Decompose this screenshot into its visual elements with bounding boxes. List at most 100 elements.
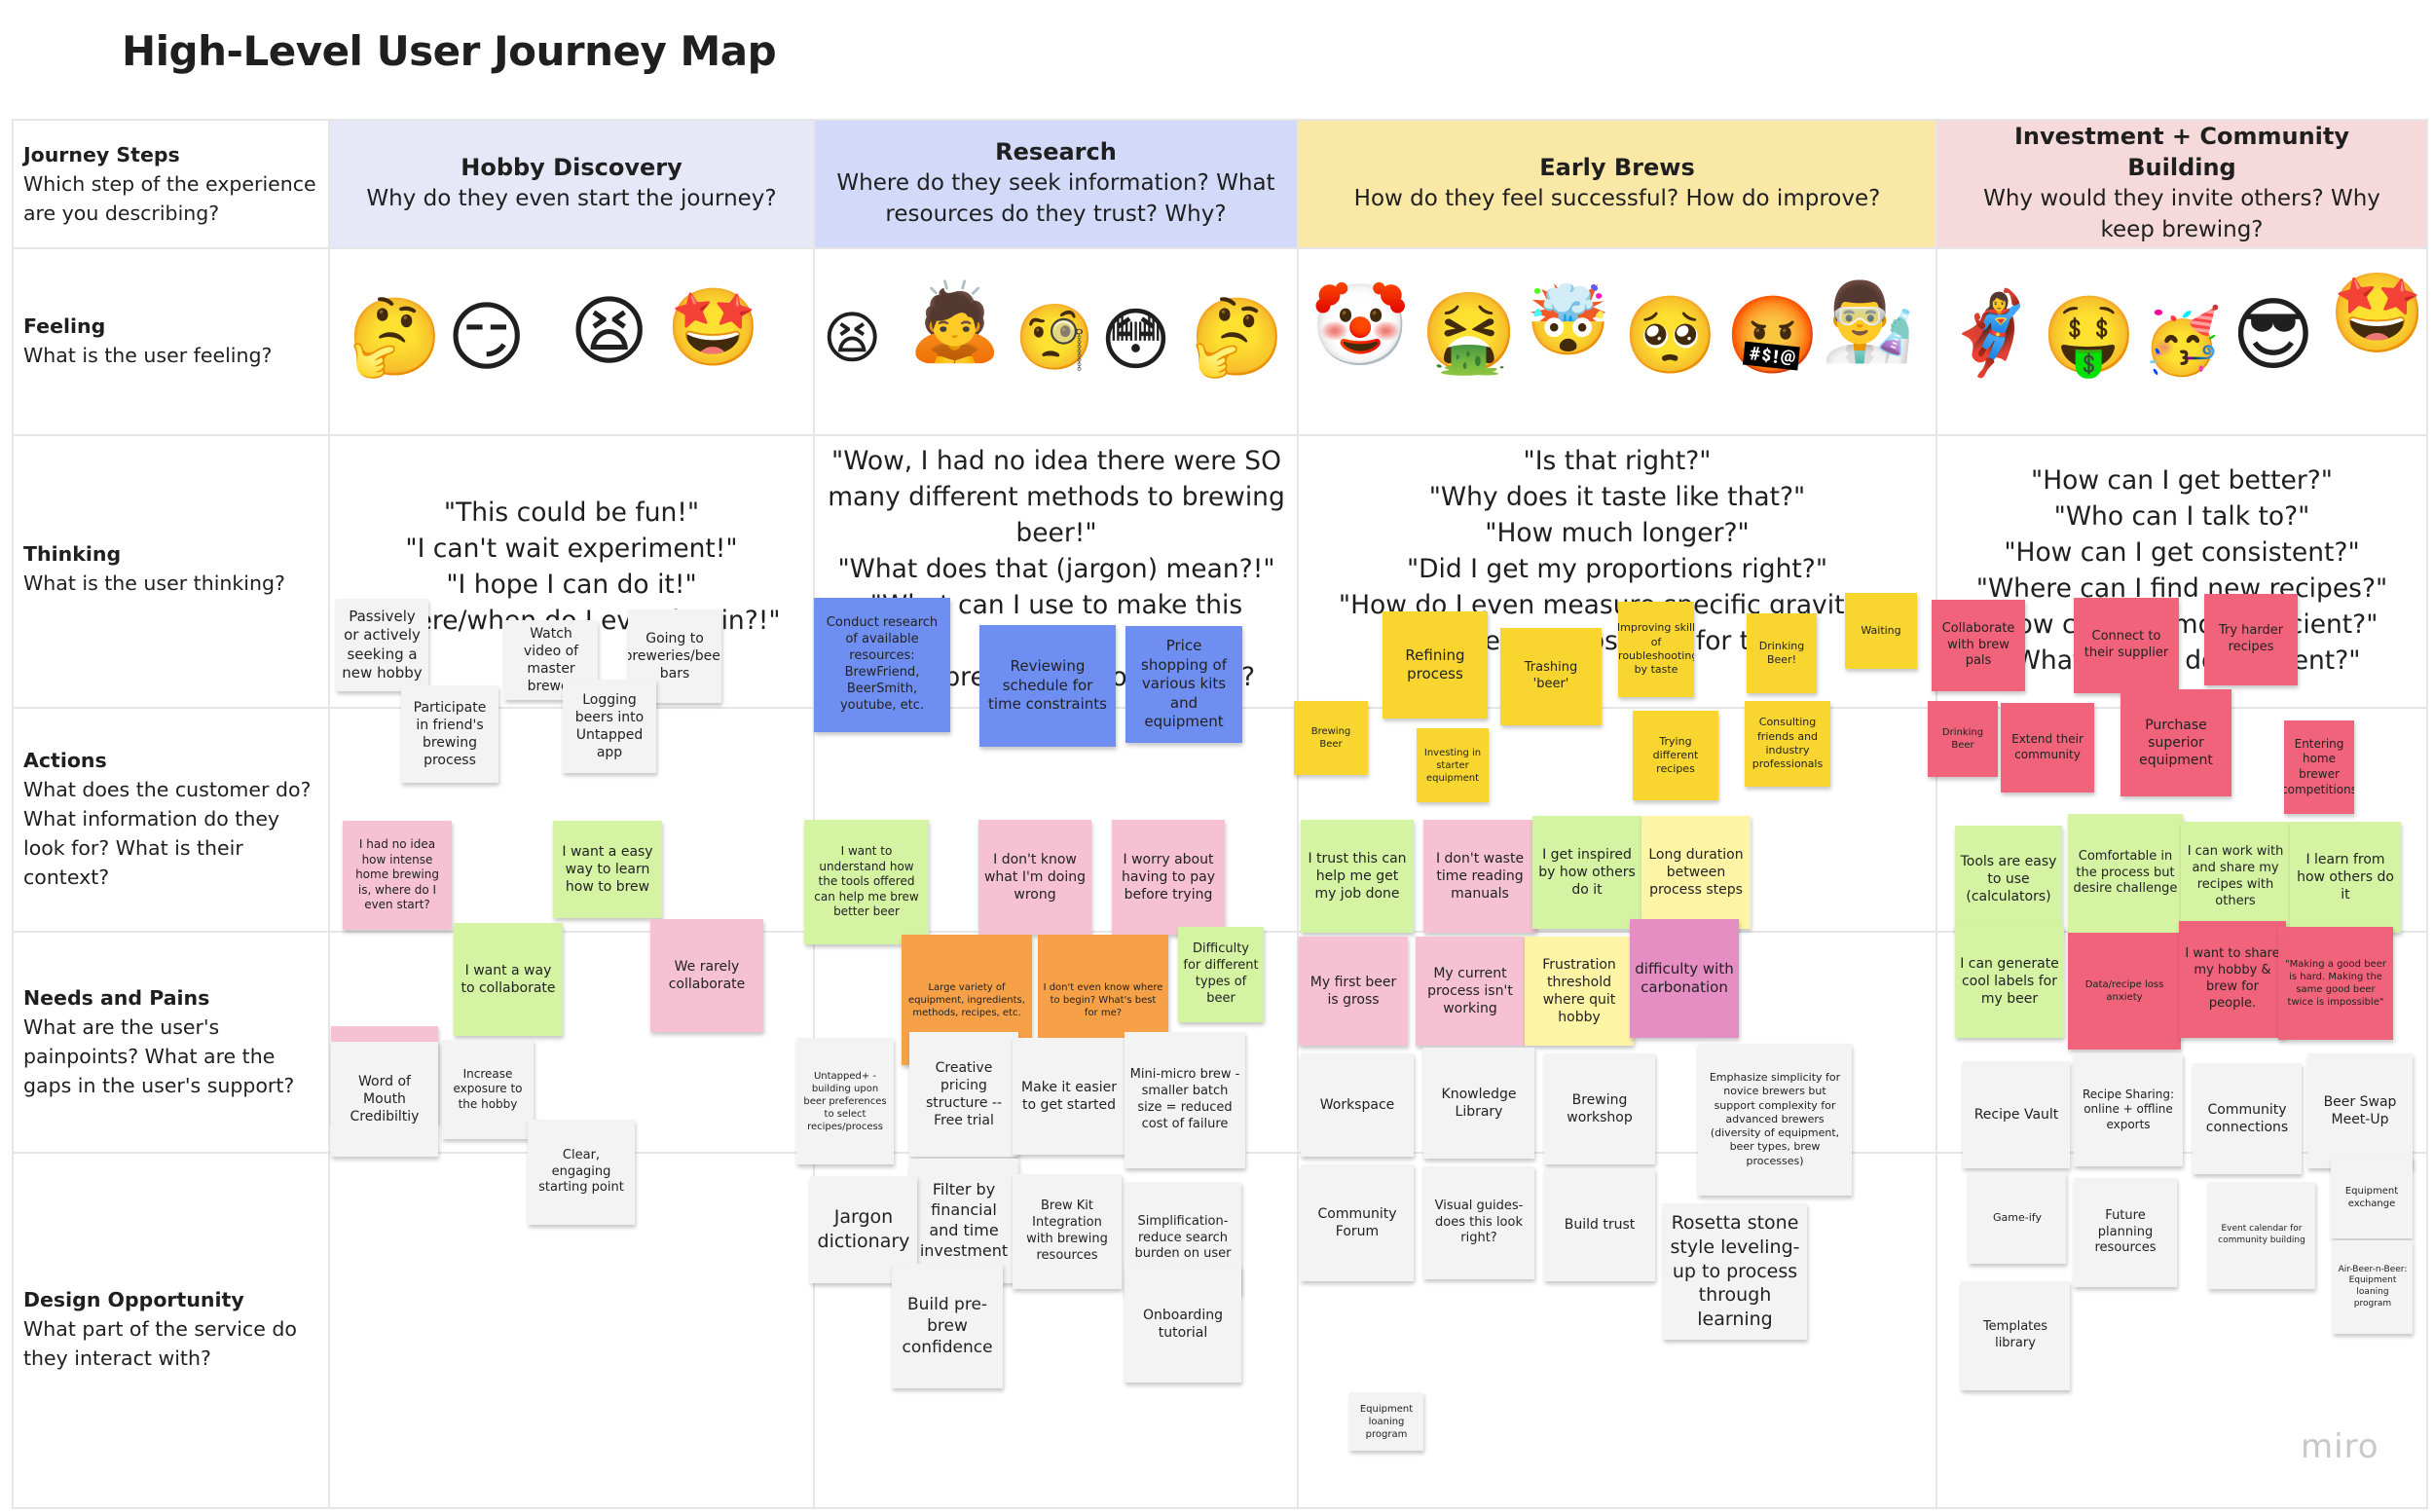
sticky-note-actions[interactable]: Reviewing schedule for time constraints: [979, 625, 1116, 747]
row-subtext: What does the customer do? What informat…: [23, 778, 312, 889]
tired-face-icon: 😫: [823, 305, 882, 371]
sticky-note-actions[interactable]: Drinking Beer!: [1747, 613, 1817, 693]
flushed-face-icon: 😳: [1100, 300, 1171, 380]
miro-watermark: miro: [2301, 1427, 2379, 1466]
sticky-note-needs[interactable]: Long duration between process steps: [1641, 816, 1751, 929]
sticky-note-design[interactable]: Rosetta stone style leveling-up to proce…: [1663, 1203, 1807, 1340]
sticky-note-actions[interactable]: Conduct research of available resources:…: [814, 598, 950, 732]
sticky-note-actions[interactable]: Drinking Beer: [1928, 701, 1998, 777]
sticky-note-design[interactable]: Onboarding tutorial: [1125, 1266, 1241, 1383]
sticky-note-needs[interactable]: I learn from how others do it: [2290, 822, 2401, 933]
sticky-note-actions[interactable]: Trashing 'beer': [1500, 628, 1602, 725]
sticky-note-design[interactable]: Increase exposure to the hobby: [442, 1040, 534, 1139]
sticky-note-needs[interactable]: Comfortable in the process but desire ch…: [2068, 814, 2183, 933]
sticky-note-design[interactable]: Community Forum: [1301, 1164, 1414, 1281]
sticky-note-actions[interactable]: Investing in starter equipment: [1417, 728, 1489, 802]
sticky-note-needs[interactable]: difficulty with carbonation: [1630, 919, 1739, 1038]
sticky-note-needs[interactable]: My first beer is gross: [1299, 937, 1408, 1046]
sticky-note-design[interactable]: Word of Mouth Credibiltiy: [331, 1042, 438, 1157]
sticky-note-needs[interactable]: Data/recipe loss anxiety: [2068, 933, 2181, 1050]
sticky-note-design[interactable]: Build pre-brew confidence: [892, 1264, 1003, 1388]
sticky-note-needs[interactable]: "Making a good beer is hard. Making the …: [2278, 927, 2393, 1040]
row-heading: Journey Steps: [23, 143, 180, 166]
sticky-note-design[interactable]: Clear, engaging starting point: [528, 1120, 635, 1225]
sticky-note-design[interactable]: Event calendar for community building: [2208, 1182, 2315, 1289]
sticky-note-design[interactable]: Air-Beer-n-Beer: Equipment loaning progr…: [2333, 1240, 2413, 1334]
sticky-note-needs[interactable]: I don't know what I'm doing wrong: [978, 820, 1091, 935]
sticky-note-actions[interactable]: Entering home brewer competitions: [2284, 720, 2354, 814]
sticky-note-design[interactable]: Mini-micro brew - smaller batch size = r…: [1125, 1032, 1245, 1168]
thinking-face-icon: 🤔: [1190, 294, 1285, 382]
exploding-head-icon: 🤯: [1526, 280, 1611, 360]
sticky-note-design[interactable]: Equipment exchange: [2331, 1157, 2413, 1238]
column-question: Why would they invite others? Why keep b…: [1983, 186, 2380, 242]
sticky-note-design[interactable]: Beer Swap Meet-Up: [2307, 1053, 2413, 1168]
sticky-note-needs[interactable]: Tools are easy to use (calculators): [1955, 826, 2062, 933]
journey-map-grid: Journey Steps Which step of the experien…: [12, 119, 2428, 1509]
sticky-note-actions[interactable]: Refining process: [1383, 611, 1488, 719]
column-header-research: Research Where do they seek information?…: [815, 121, 1297, 245]
column-header-background: [815, 121, 1297, 247]
column-question: How do they feel successful? How do impr…: [1353, 186, 1881, 211]
column-header-investment-community: Investment + Community Building Why woul…: [1937, 121, 2426, 245]
sticky-note-needs[interactable]: I can generate cool labels for my beer: [1955, 925, 2064, 1038]
row-label-thinking: Thinking What is the user thinking?: [23, 539, 327, 598]
sticky-note-actions[interactable]: Connect to their supplier: [2074, 598, 2179, 693]
money-mouth-face-icon: 🤑: [2042, 292, 2137, 380]
sticky-note-actions[interactable]: Waiting: [1845, 593, 1917, 669]
sticky-note-design[interactable]: Brew Kit Integration with brewing resour…: [1013, 1174, 1122, 1289]
sticky-note-actions[interactable]: Brewing Beer: [1294, 701, 1368, 775]
sticky-note-actions[interactable]: Price shopping of various kits and equip…: [1125, 626, 1242, 743]
sticky-note-needs[interactable]: I want to share my hobby & brew for peop…: [2179, 921, 2286, 1038]
sticky-note-needs[interactable]: I get inspired by how others do it: [1532, 816, 1641, 929]
sticky-note-needs[interactable]: Frustration threshold where quit hobby: [1525, 937, 1634, 1046]
sticky-note-actions[interactable]: Participate in friend's brewing process: [401, 685, 498, 783]
column-title: Research: [995, 138, 1117, 166]
sticky-note-needs[interactable]: I worry about having to pay before tryin…: [1112, 820, 1225, 935]
sticky-note-needs[interactable]: We rarely collaborate: [650, 919, 763, 1032]
sticky-note-actions[interactable]: Passively or actively seeking a new hobb…: [336, 599, 428, 691]
sticky-note-actions[interactable]: Extend their community: [2001, 703, 2094, 793]
column-title: Early Brews: [1539, 154, 1695, 181]
sticky-note-design[interactable]: Make it easier to get started: [1013, 1038, 1125, 1155]
sticky-note-needs[interactable]: I want a easy way to learn how to brew: [553, 821, 662, 918]
sticky-note-needs[interactable]: I can work with and share my recipes wit…: [2181, 822, 2290, 933]
bowing-person-icon: 🙇: [907, 278, 1003, 366]
sticky-note-actions[interactable]: Trying different recipes: [1633, 711, 1718, 800]
sticky-note-design[interactable]: Recipe Sharing: online + offline exports: [2074, 1053, 2183, 1166]
sticky-note-needs[interactable]: I trust this can help me get my job done: [1301, 820, 1414, 933]
sticky-note-design[interactable]: Game-ify: [1969, 1172, 2066, 1264]
sticky-note-needs[interactable]: I don't waste time reading manuals: [1423, 820, 1536, 933]
sticky-note-actions[interactable]: Going to breweries/beer bars: [628, 609, 721, 703]
smirk-face-icon: 😏: [447, 294, 527, 382]
sticky-note-design[interactable]: Future planning resources: [2074, 1178, 2177, 1287]
sticky-note-design[interactable]: Visual guides- does this look right?: [1423, 1166, 1534, 1279]
sticky-note-needs[interactable]: I had no idea how intense home brewing i…: [343, 821, 452, 930]
sticky-note-actions[interactable]: Improving skill of troubleshooting by ta…: [1618, 602, 1694, 697]
grid-line: [2426, 119, 2428, 1509]
sticky-note-actions[interactable]: Try harder recipes: [2204, 594, 2298, 685]
sticky-note-design[interactable]: Knowledge Library: [1423, 1048, 1534, 1159]
sticky-note-actions[interactable]: Collaborate with brew pals: [1932, 600, 2025, 691]
sticky-note-design[interactable]: Untapped+ - building upon beer preferenc…: [796, 1038, 894, 1164]
sticky-note-actions[interactable]: Logging beers into Untapped app: [563, 680, 656, 773]
sticky-note-needs[interactable]: I want to understand how the tools offer…: [804, 820, 929, 944]
sticky-note-design[interactable]: Brewing workshop: [1544, 1053, 1655, 1164]
sticky-note-needs[interactable]: My current process isn't working: [1416, 937, 1525, 1046]
column-question: Where do they seek information? What res…: [836, 170, 1275, 227]
star-struck-icon: 🤩: [666, 284, 761, 372]
sticky-note-design[interactable]: Equipment loaning program: [1349, 1392, 1423, 1451]
sticky-note-design[interactable]: Filter by financial and time investment: [909, 1159, 1018, 1283]
sticky-note-design[interactable]: Workspace: [1301, 1053, 1414, 1157]
sticky-note-design[interactable]: Community connections: [2193, 1063, 2302, 1174]
sticky-note-actions[interactable]: Purchase superior equipment: [2121, 689, 2231, 796]
sticky-note-design[interactable]: Recipe Vault: [1963, 1061, 2070, 1168]
sticky-note-design[interactable]: Templates library: [1961, 1281, 2070, 1390]
sticky-note-design[interactable]: Creative pricing structure -- Free trial: [909, 1032, 1018, 1157]
sticky-note-actions[interactable]: Consulting friends and industry professi…: [1745, 701, 1830, 787]
sticky-note-design[interactable]: Emphasize simplicity for novice brewers …: [1698, 1044, 1852, 1196]
sticky-note-needs[interactable]: I want a way to collaborate: [454, 923, 563, 1036]
vomiting-face-icon: 🤮: [1420, 287, 1518, 378]
sticky-note-needs[interactable]: Difficulty for different types of beer: [1178, 927, 1264, 1022]
sticky-note-design[interactable]: Build trust: [1544, 1168, 1655, 1281]
